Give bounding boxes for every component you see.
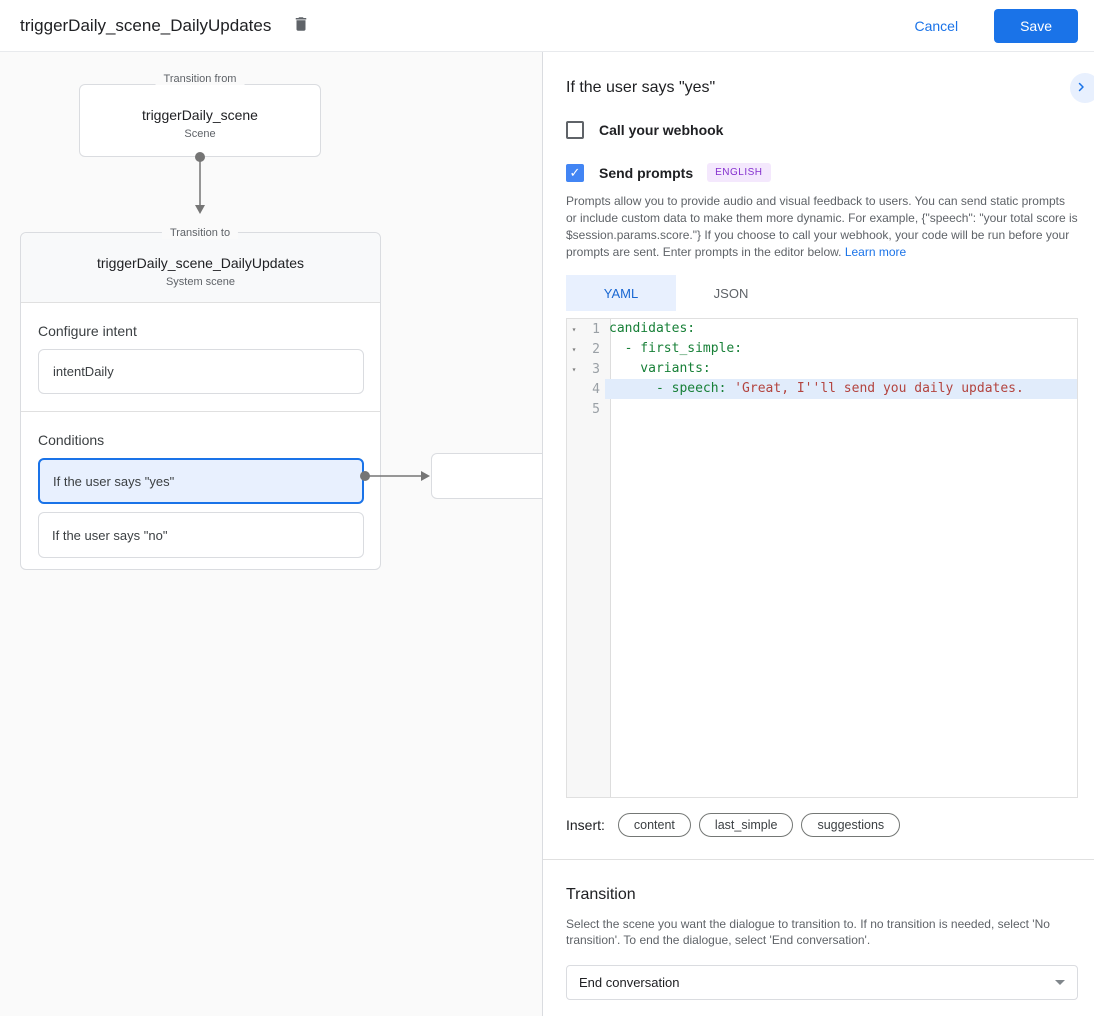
intent-field[interactable]: intentDaily (38, 349, 364, 394)
code-key: candidates: (609, 321, 696, 336)
insert-chip-last-simple[interactable]: last_simple (698, 813, 794, 837)
fold-arrow-icon[interactable]: ▾ (571, 364, 577, 374)
transition-description: Select the scene you want the dialogue t… (566, 917, 1050, 947)
condition-item-no[interactable]: If the user says "no" (38, 512, 364, 558)
prompts-description: Prompts allow you to provide audio and v… (566, 193, 1078, 261)
insert-row: Insert: content last_simple suggestions (566, 813, 1078, 837)
collapse-panel-button[interactable] (1070, 73, 1094, 103)
configure-intent-label: Configure intent (38, 323, 137, 339)
condition-target-node[interactable] (431, 453, 542, 499)
prompt-code-editor[interactable]: ▾ 1 candidates: ▾ 2 - first_simple: ▾ 3 … (566, 318, 1078, 798)
code-key: variants: (609, 361, 711, 376)
transition-select-value: End conversation (579, 975, 680, 990)
section-divider (543, 859, 1094, 860)
transition-to-label: Transition to (161, 227, 239, 239)
editor-gutter (567, 319, 611, 797)
code-text: candidates: (605, 319, 1077, 339)
language-badge: ENGLISH (707, 163, 771, 182)
insert-chip-content[interactable]: content (617, 813, 691, 837)
cancel-button[interactable]: Cancel (902, 10, 970, 42)
top-bar: triggerDaily_scene_DailyUpdates Cancel S… (0, 0, 1094, 52)
chevron-right-icon (1075, 81, 1087, 96)
code-line-active: 4 - speech: 'Great, I''ll send you daily… (567, 379, 1077, 399)
condition-detail-panel: If the user says "yes" Call your webhook… (543, 52, 1094, 1016)
line-number: 3 (592, 361, 600, 377)
webhook-checkbox[interactable] (566, 121, 584, 139)
send-prompts-checkbox[interactable]: ✓ (566, 163, 584, 182)
code-text: variants: (605, 359, 1077, 379)
card-divider (21, 411, 380, 412)
transition-from-label: Transition from (155, 73, 245, 85)
line-number: 2 (592, 341, 600, 357)
webhook-label: Call your webhook (599, 122, 724, 138)
dropdown-caret-icon (1055, 980, 1065, 985)
to-node-header: triggerDaily_scene_DailyUpdates System s… (21, 233, 380, 303)
line-number: 1 (592, 321, 600, 337)
panel-title: If the user says "yes" (566, 79, 716, 96)
code-line: ▾ 2 - first_simple: (567, 339, 1077, 359)
transition-select[interactable]: End conversation (566, 965, 1078, 1000)
transition-section-title: Transition (566, 886, 636, 903)
transition-to-node[interactable]: triggerDaily_scene_DailyUpdates System s… (20, 232, 381, 570)
save-button[interactable]: Save (994, 8, 1078, 43)
scene-diagram-canvas: triggerDaily_scene Scene Transition from… (0, 52, 543, 1016)
insert-chip-suggestions[interactable]: suggestions (801, 813, 901, 837)
fold-arrow-icon[interactable]: ▾ (571, 344, 577, 354)
line-number: 4 (592, 381, 600, 397)
check-icon: ✓ (569, 165, 581, 180)
from-node-subtitle: Scene (184, 128, 216, 140)
conditions-label: Conditions (38, 432, 105, 448)
tab-json[interactable]: JSON (713, 285, 749, 301)
delete-scene-button[interactable] (289, 14, 313, 38)
to-node-subtitle: System scene (165, 276, 236, 288)
tab-yaml[interactable]: YAML (566, 275, 676, 311)
code-text (605, 399, 1077, 419)
fold-arrow-icon[interactable]: ▾ (571, 324, 577, 334)
page-title: triggerDaily_scene_DailyUpdates (20, 15, 272, 35)
webhook-row: Call your webhook (566, 121, 1078, 139)
from-node-title: triggerDaily_scene (142, 107, 258, 123)
editor-format-tabs: YAML JSON (566, 275, 1078, 311)
code-text: - speech: 'Great, I''ll send you daily u… (605, 379, 1077, 399)
transition-from-node[interactable]: triggerDaily_scene Scene (79, 84, 321, 157)
code-text: - first_simple: (605, 339, 1077, 359)
send-prompts-row: ✓ Send prompts ENGLISH (566, 163, 1078, 182)
code-line: ▾ 1 candidates: (567, 319, 1077, 339)
to-node-title: triggerDaily_scene_DailyUpdates (97, 255, 304, 271)
condition-item-yes[interactable]: If the user says "yes" (38, 458, 364, 504)
send-prompts-label: Send prompts (599, 164, 694, 181)
trash-icon (292, 15, 310, 36)
code-key: - speech: (609, 381, 735, 396)
code-key: - first_simple: (609, 341, 743, 356)
learn-more-link[interactable]: Learn more (844, 245, 907, 259)
prompts-description-text: Prompts allow you to provide audio and v… (566, 194, 1078, 259)
code-line: 5 (567, 399, 1077, 419)
code-line: ▾ 3 variants: (567, 359, 1077, 379)
line-number: 5 (592, 401, 600, 417)
insert-label: Insert: (566, 817, 605, 833)
code-string: 'Great, I''ll send you daily updates. (734, 381, 1024, 396)
